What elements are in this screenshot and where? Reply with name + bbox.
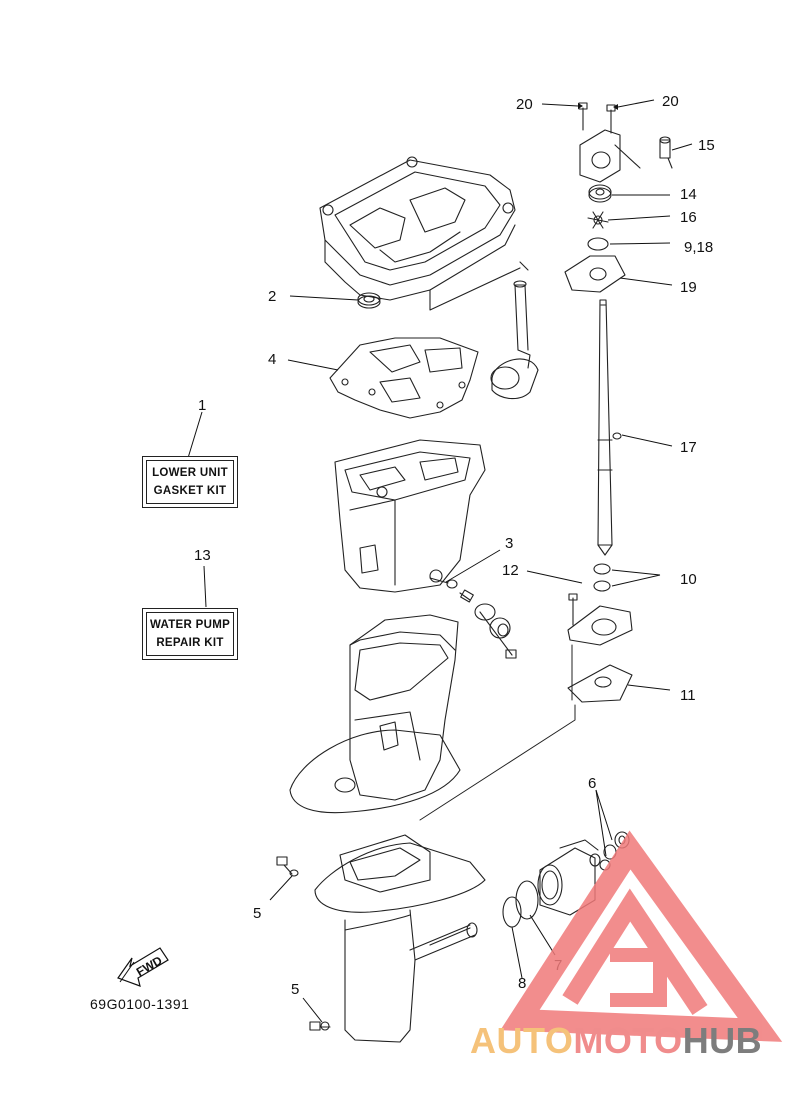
oil-seal bbox=[357, 292, 381, 309]
pump-o-ring bbox=[587, 237, 609, 251]
bearing-housing bbox=[567, 563, 633, 646]
callout-16: 16 bbox=[680, 209, 697, 226]
drain-plug-assembly bbox=[446, 579, 517, 659]
pump-insert bbox=[588, 184, 612, 203]
callout-5-lower: 5 bbox=[291, 981, 299, 998]
kit-label-line1: LOWER UNIT bbox=[152, 467, 228, 479]
callout-20-right: 20 bbox=[662, 93, 679, 110]
callout-11: 11 bbox=[680, 687, 696, 704]
kit-label-line2: REPAIR KIT bbox=[156, 637, 224, 649]
fwd-arrow-icon: FWD bbox=[117, 947, 169, 987]
lower-unit-gasket-kit-label: LOWER UNIT GASKET KIT bbox=[146, 460, 234, 504]
bolt-5-lower bbox=[309, 1021, 331, 1031]
callout-15: 15 bbox=[698, 137, 715, 154]
callout-13: 13 bbox=[194, 547, 211, 564]
callout-2: 2 bbox=[268, 288, 276, 305]
callout-12: 12 bbox=[502, 562, 519, 579]
callout-14: 14 bbox=[680, 186, 697, 203]
bolt-5-upper bbox=[276, 856, 299, 877]
brand-moto: MOTO bbox=[573, 1020, 683, 1061]
callout-1: 1 bbox=[198, 397, 206, 414]
housing-gasket bbox=[567, 664, 633, 703]
gasket bbox=[329, 337, 479, 419]
kit-label-line2: GASKET KIT bbox=[153, 485, 227, 497]
o-ring-7 bbox=[515, 880, 539, 920]
oil-pan-housing bbox=[334, 439, 486, 593]
callout-20-left: 20 bbox=[516, 96, 533, 113]
callout-9-18: 9,18 bbox=[684, 239, 713, 256]
callout-17: 17 bbox=[680, 439, 697, 456]
callout-6: 6 bbox=[588, 775, 596, 792]
upper-casing-top bbox=[319, 156, 529, 311]
kit-label-line1: WATER PUMP bbox=[149, 619, 231, 631]
water-pump-housing bbox=[578, 102, 673, 183]
watermark-brand: AUTOMOTOHUB bbox=[470, 1020, 762, 1062]
callout-4: 4 bbox=[268, 351, 276, 368]
diagram-part-code: 69G0100-1391 bbox=[90, 996, 190, 1012]
gearcase bbox=[314, 834, 486, 1043]
callout-8: 8 bbox=[518, 975, 526, 992]
pump-outer-plate bbox=[564, 255, 626, 293]
water-pump-repair-kit-label: WATER PUMP REPAIR KIT bbox=[146, 612, 234, 656]
oil-strainer bbox=[490, 280, 539, 400]
callout-10: 10 bbox=[680, 571, 697, 588]
drive-shaft bbox=[597, 299, 622, 556]
callout-3: 3 bbox=[505, 535, 513, 552]
watermark-logo-icon bbox=[500, 830, 783, 1042]
callout-19: 19 bbox=[680, 279, 697, 296]
upper-casing bbox=[289, 614, 461, 814]
brand-auto: AUTO bbox=[470, 1020, 574, 1061]
brand-hub: HUB bbox=[682, 1020, 763, 1061]
impeller bbox=[587, 211, 609, 229]
callout-5-upper: 5 bbox=[253, 905, 261, 922]
